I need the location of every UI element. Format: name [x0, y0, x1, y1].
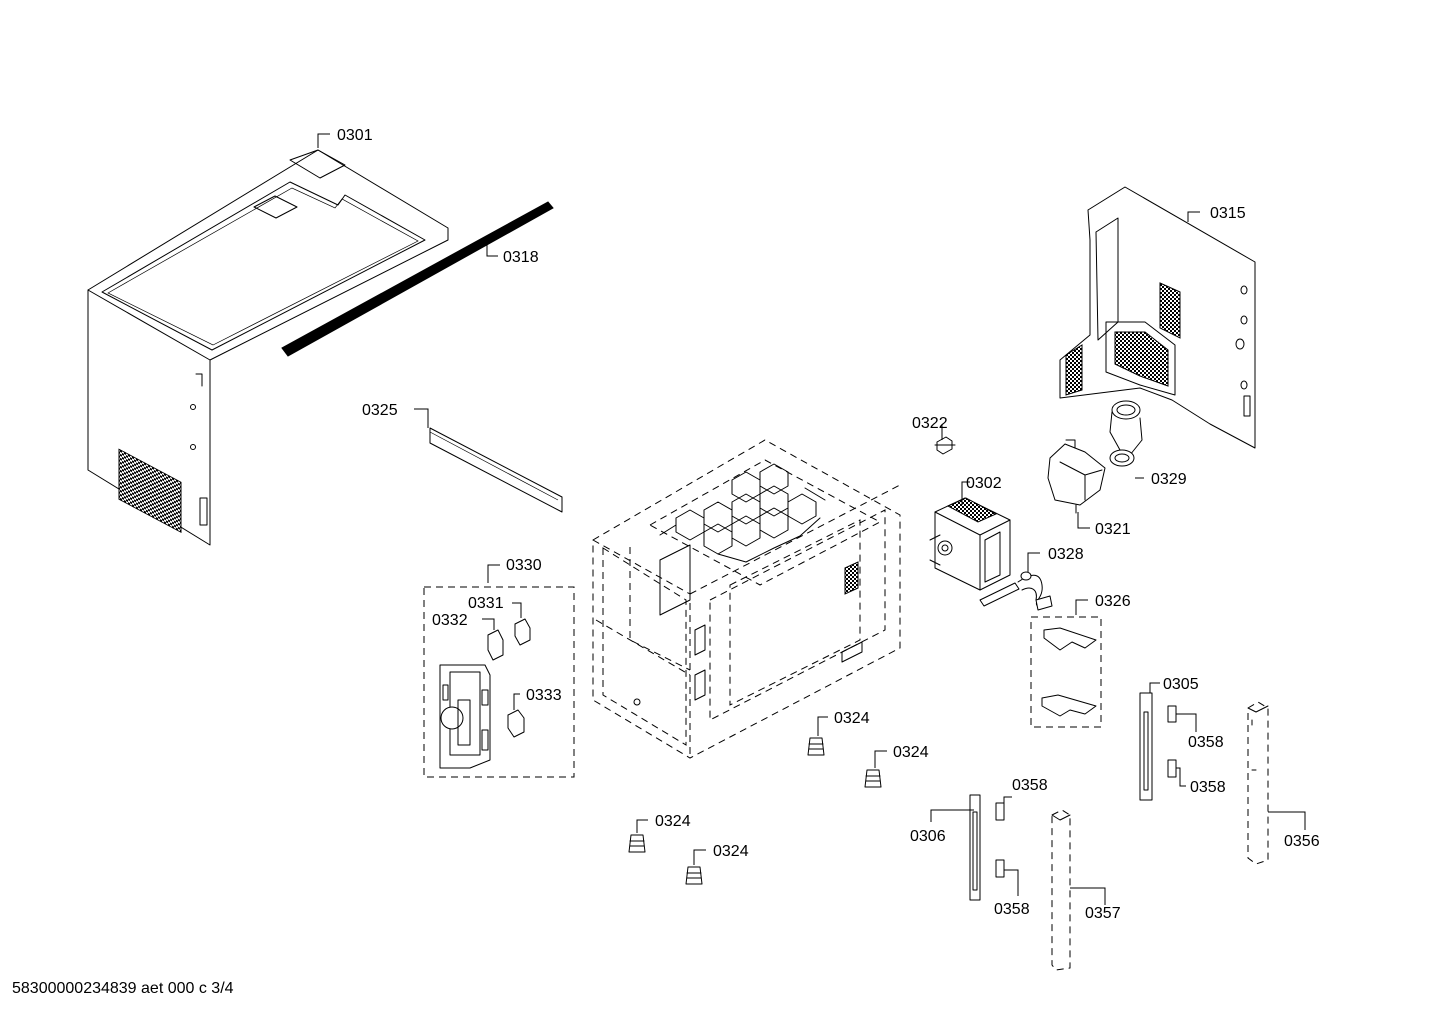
label-0358-a: 0358: [1188, 734, 1224, 751]
part-0306-hinge: [969, 794, 1005, 901]
label-0324-a: 0324: [834, 710, 870, 727]
label-0332: 0332: [432, 612, 468, 629]
label-0324-b: 0324: [893, 744, 929, 761]
part-0305-hinge: [1139, 692, 1177, 801]
part-0318-seal-strip: [281, 201, 554, 357]
part-0321-fan-housing: [1047, 439, 1106, 514]
label-0321: 0321: [1095, 521, 1131, 538]
label-0358-d: 0358: [994, 901, 1030, 918]
label-0324-d: 0324: [713, 843, 749, 860]
label-0301: 0301: [337, 127, 373, 144]
label-0330: 0330: [506, 557, 542, 574]
label-0358-c: 0358: [1012, 777, 1048, 794]
part-0329-duct: [1109, 400, 1143, 467]
label-0315: 0315: [1210, 205, 1246, 222]
label-0357: 0357: [1085, 905, 1121, 922]
label-0305: 0305: [1163, 676, 1199, 693]
label-0331: 0331: [468, 595, 504, 612]
label-0318: 0318: [503, 249, 539, 266]
part-0324-foot-c: [628, 834, 646, 853]
leader-lines: [317, 133, 1306, 905]
part-0325-rail: [429, 427, 563, 513]
label-0325: 0325: [362, 402, 398, 419]
label-0324-c: 0324: [655, 813, 691, 830]
part-0301-outer-cover: [87, 149, 449, 546]
part-0330-switch-assembly: [423, 586, 575, 778]
label-0322: 0322: [912, 415, 948, 432]
part-0328-cable: [979, 571, 1053, 611]
label-0326: 0326: [1095, 593, 1131, 610]
part-labels: 0301 0318 0315 0325 0322 0302 0329 0321 …: [337, 127, 1320, 922]
label-0306: 0306: [910, 828, 946, 845]
part-0357-post: [1051, 809, 1071, 971]
label-0356: 0356: [1284, 833, 1320, 850]
label-0333: 0333: [526, 687, 562, 704]
cavity-honeycomb: [659, 463, 826, 563]
document-id-footer: 58300000234839 aet 000 c 3/4: [12, 980, 234, 997]
label-0358-b: 0358: [1190, 779, 1226, 796]
part-0324-foot-a: [807, 737, 825, 756]
part-0324-foot-d: [685, 866, 703, 885]
part-0324-foot-b: [864, 769, 882, 788]
label-0328: 0328: [1048, 546, 1084, 563]
cavity-frame: [592, 439, 901, 759]
part-0315-back-panel: [1059, 186, 1256, 449]
part-0356-post: [1247, 701, 1269, 865]
part-0302-magnetron: [929, 497, 1011, 591]
label-0329: 0329: [1151, 471, 1187, 488]
part-0326-bracket-group: [1030, 616, 1102, 728]
label-0302: 0302: [966, 475, 1002, 492]
part-0322-thermostat: [934, 436, 956, 455]
